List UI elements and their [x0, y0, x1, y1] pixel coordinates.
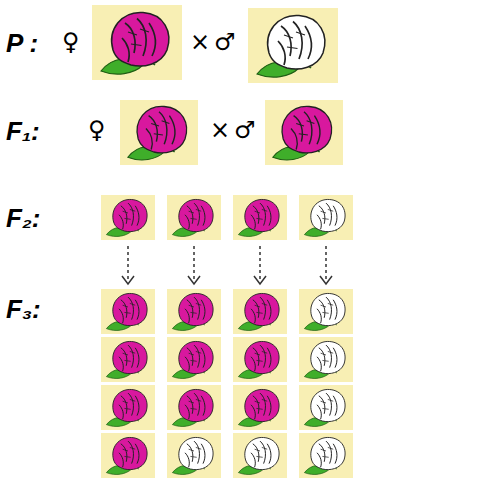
female-symbol: ♀	[88, 118, 106, 142]
female-symbol: ♀	[62, 30, 80, 54]
cross-symbol: ×	[210, 118, 230, 142]
generation-label: F₃:	[6, 296, 41, 322]
generation-label: F₁:	[6, 118, 40, 144]
generation-label: P :	[6, 30, 38, 56]
cross-symbol: ×	[190, 30, 210, 54]
male-symbol: ♂	[214, 30, 236, 54]
male-symbol: ♂	[234, 118, 256, 142]
generation-label: F₂:	[6, 205, 40, 231]
